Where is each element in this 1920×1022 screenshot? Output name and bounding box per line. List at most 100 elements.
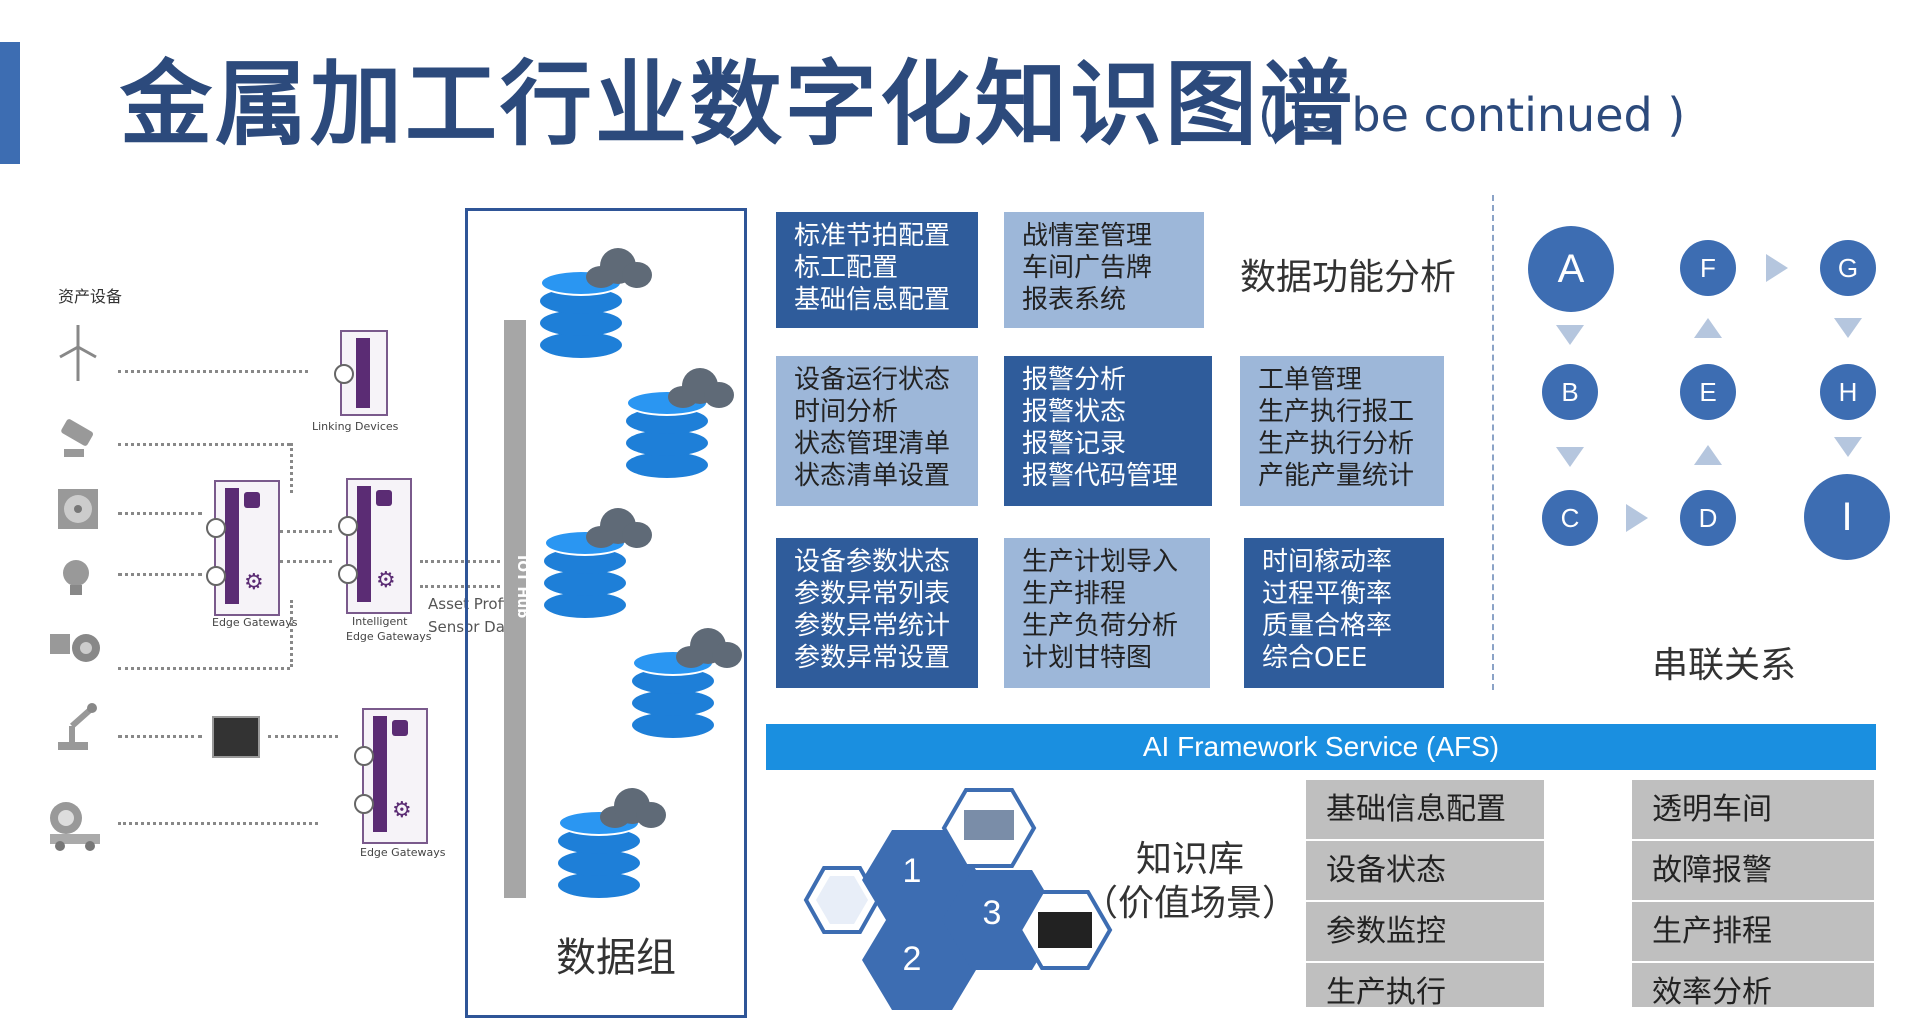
- data-group-label: 数据组: [556, 935, 676, 981]
- light-bulb-icon: [54, 555, 102, 603]
- cloud-icon: [586, 248, 652, 288]
- node-f: F: [1680, 240, 1736, 296]
- knowledge-base-subtitle: （价值场景）: [1082, 883, 1299, 924]
- node-b: B: [1542, 364, 1598, 420]
- function-box-line: 标准节拍配置: [794, 221, 951, 251]
- wind-turbine-icon: [54, 325, 102, 381]
- iot-hub-label: IOT Hub: [514, 555, 530, 619]
- node-a: A: [1528, 226, 1614, 312]
- scenario-item: 透明车间: [1632, 780, 1874, 839]
- arrow-right-icon: [1626, 504, 1648, 532]
- function-box: 生产计划导入生产排程生产负荷分析计划甘特图: [1004, 538, 1210, 688]
- arrow-up-icon: [1694, 318, 1722, 338]
- connector-line: [290, 600, 293, 667]
- node-e: E: [1680, 364, 1736, 420]
- accent-bar: [0, 42, 20, 164]
- iot-hub-bar: [504, 320, 526, 898]
- function-box-line: 战情室管理: [1022, 221, 1153, 251]
- intelligent-edge-gateway: ⚙: [338, 478, 412, 614]
- function-box-line: 产能产量统计: [1258, 461, 1415, 491]
- connector-line: [118, 443, 290, 446]
- function-box-line: 参数异常统计: [794, 611, 951, 641]
- function-box: 报警分析报警状态报警记录报警代码管理: [1004, 356, 1212, 506]
- afs-banner: AI Framework Service (AFS): [766, 724, 1876, 770]
- function-box-line: 设备运行状态: [794, 365, 951, 395]
- connector-line: [290, 443, 293, 493]
- knowledge-base-title: 知识库: [1136, 839, 1245, 880]
- function-box-line: 报警代码管理: [1022, 461, 1179, 491]
- arrow-down-icon: [1834, 437, 1862, 457]
- node-i: I: [1804, 474, 1890, 560]
- function-box-line: 参数异常列表: [794, 579, 951, 609]
- connector-line: [280, 560, 332, 563]
- function-box: 工单管理生产执行报工生产执行分析产能产量统计: [1240, 356, 1444, 506]
- hex-number-3: 3: [982, 894, 1002, 932]
- cloud-icon: [600, 788, 666, 828]
- connector-line: [118, 735, 202, 738]
- function-box-line: 生产执行报工: [1258, 397, 1415, 427]
- function-box-line: 工单管理: [1258, 365, 1363, 395]
- pipe-valve-icon: [50, 628, 100, 676]
- function-box-line: 标工配置: [794, 253, 899, 283]
- function-box-line: 报警记录: [1022, 429, 1127, 459]
- hex-number-1: 1: [902, 852, 922, 890]
- kb-item: 生产执行: [1306, 963, 1544, 1010]
- arrow-up-icon: [1694, 445, 1722, 465]
- function-box-line: 时间稼动率: [1262, 547, 1393, 577]
- scenario-item: 效率分析: [1632, 963, 1874, 1010]
- data-function-title: 数据功能分析: [1240, 257, 1457, 298]
- linking-device: [334, 330, 388, 416]
- arrow-down-icon: [1556, 325, 1584, 345]
- cloud-icon: [586, 508, 652, 548]
- asset-profile-label: Asset Profile: [428, 595, 521, 613]
- cloud-icon: [668, 368, 734, 408]
- node-c: C: [1542, 490, 1598, 546]
- function-box-line: 生产执行分析: [1258, 429, 1415, 459]
- security-camera-icon: [54, 415, 102, 463]
- function-box-line: 生产计划导入: [1022, 547, 1179, 577]
- kb-item: 参数监控: [1306, 902, 1544, 961]
- connector-line: [420, 585, 500, 588]
- database-icon: [632, 650, 714, 740]
- function-box-line: 过程平衡率: [1262, 579, 1393, 609]
- intelligent-gateways-caption-2: Edge Gateways: [346, 630, 432, 643]
- cloud-icon: [676, 628, 742, 668]
- function-box-line: 报警状态: [1022, 397, 1127, 427]
- edge-gateways-caption: Edge Gateways: [212, 616, 298, 629]
- function-box-line: 生产负荷分析: [1022, 611, 1179, 641]
- connector-line: [118, 667, 290, 670]
- function-box-line: 综合OEE: [1262, 643, 1368, 673]
- serial-relation-label: 串联关系: [1652, 645, 1797, 686]
- connector-line: [268, 735, 338, 738]
- page-title: 金属加工行业数字化知识图谱: [120, 51, 1356, 158]
- function-box: 标准节拍配置标工配置基础信息配置: [776, 212, 978, 328]
- function-box-line: 设备参数状态: [794, 547, 951, 577]
- function-box: 设备运行状态时间分析状态管理清单状态清单设置: [776, 356, 978, 506]
- function-box-line: 时间分析: [794, 397, 899, 427]
- function-box: 战情室管理车间广告牌报表系统: [1004, 212, 1204, 328]
- scenario-item: 生产排程: [1632, 902, 1874, 961]
- connector-line: [118, 822, 318, 825]
- arrow-down-icon: [1834, 318, 1862, 338]
- robot-arm-icon: [54, 700, 102, 750]
- scenario-item: 故障报警: [1632, 841, 1874, 900]
- function-box: 时间稼动率过程平衡率质量合格率综合OEE: [1244, 538, 1444, 688]
- function-box-line: 状态管理清单: [794, 429, 951, 459]
- connector-line: [280, 530, 332, 533]
- arrow-down-icon: [1556, 447, 1584, 467]
- function-box-line: 报表系统: [1022, 285, 1127, 315]
- connector-line: [118, 370, 308, 373]
- intelligent-gateways-caption-1: Intelligent: [352, 615, 408, 628]
- node-g: G: [1820, 240, 1876, 296]
- database-icon: [626, 390, 708, 480]
- hex-number-2: 2: [902, 940, 922, 978]
- page-subtitle: ( to be continued ): [1258, 88, 1686, 142]
- arrow-right-icon: [1766, 254, 1788, 282]
- database-icon: [540, 270, 622, 360]
- kb-item: 基础信息配置: [1306, 780, 1544, 839]
- function-box-line: 状态清单设置: [794, 461, 951, 491]
- plc-device: [212, 716, 260, 758]
- connector-line: [420, 560, 500, 563]
- assets-label: 资产设备: [58, 287, 123, 306]
- function-box-line: 报警分析: [1022, 365, 1127, 395]
